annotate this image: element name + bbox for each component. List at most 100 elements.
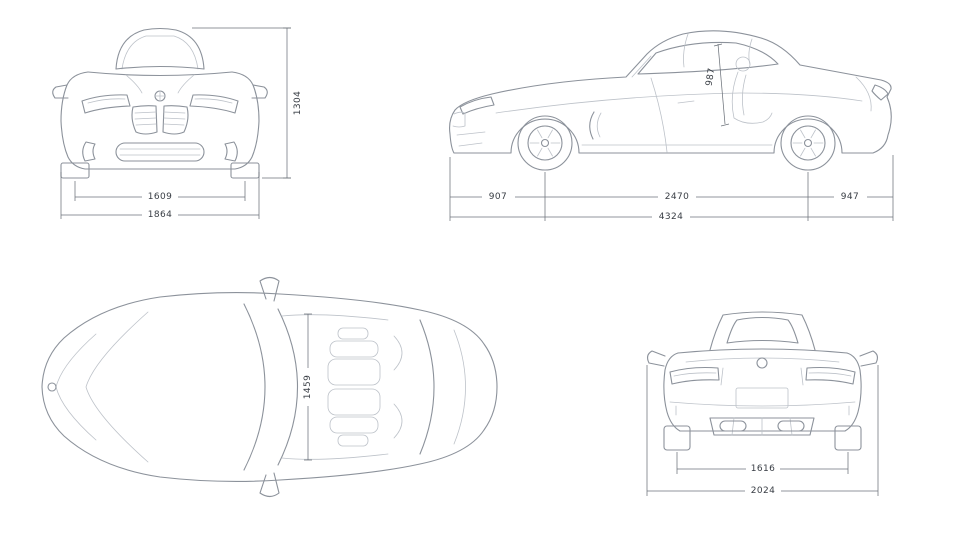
side-view-drawing bbox=[449, 30, 892, 171]
rear-mirror-left bbox=[646, 350, 666, 367]
exhaust-left bbox=[719, 420, 747, 432]
top-mirror-lower bbox=[259, 472, 280, 498]
front-body-outline bbox=[60, 71, 260, 170]
left-mirror bbox=[52, 84, 69, 99]
front-overhang-label: 907 bbox=[489, 192, 507, 202]
mirror-width-extension-lines bbox=[646, 365, 879, 496]
roundel-cross bbox=[154, 90, 166, 102]
seat2-cushion bbox=[327, 388, 381, 416]
side-taillight bbox=[871, 84, 889, 101]
rear-spokes bbox=[792, 129, 824, 157]
track-label-bg bbox=[142, 191, 178, 203]
seat2-headrest bbox=[337, 434, 369, 447]
rear-wheel bbox=[780, 115, 836, 171]
rear-taillight-left bbox=[669, 366, 720, 385]
seat-back-line bbox=[742, 74, 747, 116]
width-label-bg bbox=[142, 209, 178, 221]
ghost-seats-top-view bbox=[327, 327, 381, 447]
front-roof-outline bbox=[115, 27, 205, 70]
wheelbase-label: 2470 bbox=[665, 192, 690, 202]
kidney-grille-left bbox=[131, 105, 158, 135]
front-wheel bbox=[517, 115, 573, 171]
mirror-width-label-bg bbox=[745, 485, 781, 497]
rear-mirror-right bbox=[859, 350, 879, 367]
grille-mesh bbox=[134, 111, 186, 126]
intake-mesh bbox=[119, 148, 201, 156]
trunk-cut-lines bbox=[720, 367, 804, 386]
seat1-back bbox=[329, 340, 379, 358]
rear-tire-circle bbox=[780, 115, 836, 171]
rear-left-tire bbox=[663, 425, 691, 451]
top-view: 1459 bbox=[41, 276, 498, 498]
right-mirror bbox=[251, 84, 268, 99]
side-body-outline bbox=[449, 30, 892, 154]
rear-overhang-label: 947 bbox=[841, 192, 859, 202]
top-view-drawing bbox=[41, 276, 498, 498]
kidney-grille-right bbox=[162, 105, 189, 135]
front-overhang-label-bg bbox=[482, 191, 515, 203]
seat1-headrest bbox=[337, 327, 369, 340]
windshield-top-arc bbox=[277, 308, 298, 466]
front-side-intake-left bbox=[82, 141, 96, 162]
trunk-seam bbox=[855, 76, 872, 112]
overall-length-label: 4324 bbox=[659, 212, 684, 222]
front-hood-creases bbox=[125, 74, 195, 94]
cockpit-rim bbox=[281, 314, 389, 460]
interior-width-ticks bbox=[304, 313, 312, 461]
rear-overhang-label-bg bbox=[834, 191, 867, 203]
tonneau-arc bbox=[419, 319, 435, 455]
spoiler-line bbox=[685, 357, 840, 363]
length-extension-lines bbox=[449, 155, 894, 221]
left-headlight bbox=[81, 94, 131, 114]
taillight-right-detail bbox=[808, 372, 852, 377]
rear-dimensions: 1616 2024 bbox=[646, 365, 879, 497]
side-headlight bbox=[459, 96, 495, 115]
door-handle bbox=[677, 100, 695, 104]
roll-hoops bbox=[393, 335, 403, 439]
left-headlight-detail bbox=[87, 98, 126, 104]
right-headlight bbox=[189, 94, 239, 114]
soft-top-seams bbox=[683, 33, 753, 68]
rear-body-left bbox=[663, 352, 681, 432]
hood-inner-line bbox=[85, 311, 149, 463]
side-window bbox=[637, 41, 779, 75]
diffuser bbox=[709, 417, 815, 436]
hood-roundel bbox=[47, 382, 57, 392]
front-view: 1304 1609 1864 bbox=[52, 27, 303, 221]
rear-soft-top bbox=[709, 311, 816, 351]
front-track-label: 1609 bbox=[148, 192, 173, 202]
windshield-base-arc bbox=[243, 303, 266, 471]
interior-height-ticks bbox=[713, 43, 730, 127]
front-right-tire bbox=[230, 162, 260, 179]
front-view-drawing bbox=[52, 27, 268, 179]
rear-hub bbox=[803, 138, 813, 148]
rear-right-tire bbox=[834, 425, 862, 451]
front-lower-intake bbox=[115, 142, 205, 162]
front-hood-line bbox=[87, 71, 233, 77]
overall-length-label-bg bbox=[652, 211, 690, 223]
top-mirror-upper bbox=[259, 276, 280, 302]
rear-track-label: 1616 bbox=[751, 464, 776, 474]
door-seam bbox=[650, 77, 668, 153]
trunk-line bbox=[453, 329, 466, 445]
rear-body-right bbox=[844, 352, 862, 432]
rear-window bbox=[726, 316, 799, 344]
front-fascia-detail bbox=[452, 111, 486, 147]
rear-track-label-bg bbox=[746, 463, 780, 475]
track-extension-lines bbox=[74, 181, 246, 201]
mirror-width-label: 2024 bbox=[751, 486, 776, 496]
ghost-seat bbox=[731, 56, 773, 124]
rear-view-drawing bbox=[646, 311, 879, 451]
front-windshield bbox=[121, 35, 199, 70]
front-left-tire bbox=[60, 162, 90, 179]
rear-shoulder-line bbox=[677, 348, 848, 354]
overall-height-label: 1304 bbox=[293, 91, 303, 116]
front-side-intake-right bbox=[224, 141, 238, 162]
rear-view: 1616 2024 bbox=[646, 311, 879, 497]
interior-width-label: 1459 bbox=[303, 375, 313, 400]
front-rim-circle bbox=[527, 125, 563, 161]
seat2-back bbox=[329, 416, 379, 434]
bumper-crease bbox=[669, 401, 856, 407]
front-hub bbox=[540, 138, 550, 148]
